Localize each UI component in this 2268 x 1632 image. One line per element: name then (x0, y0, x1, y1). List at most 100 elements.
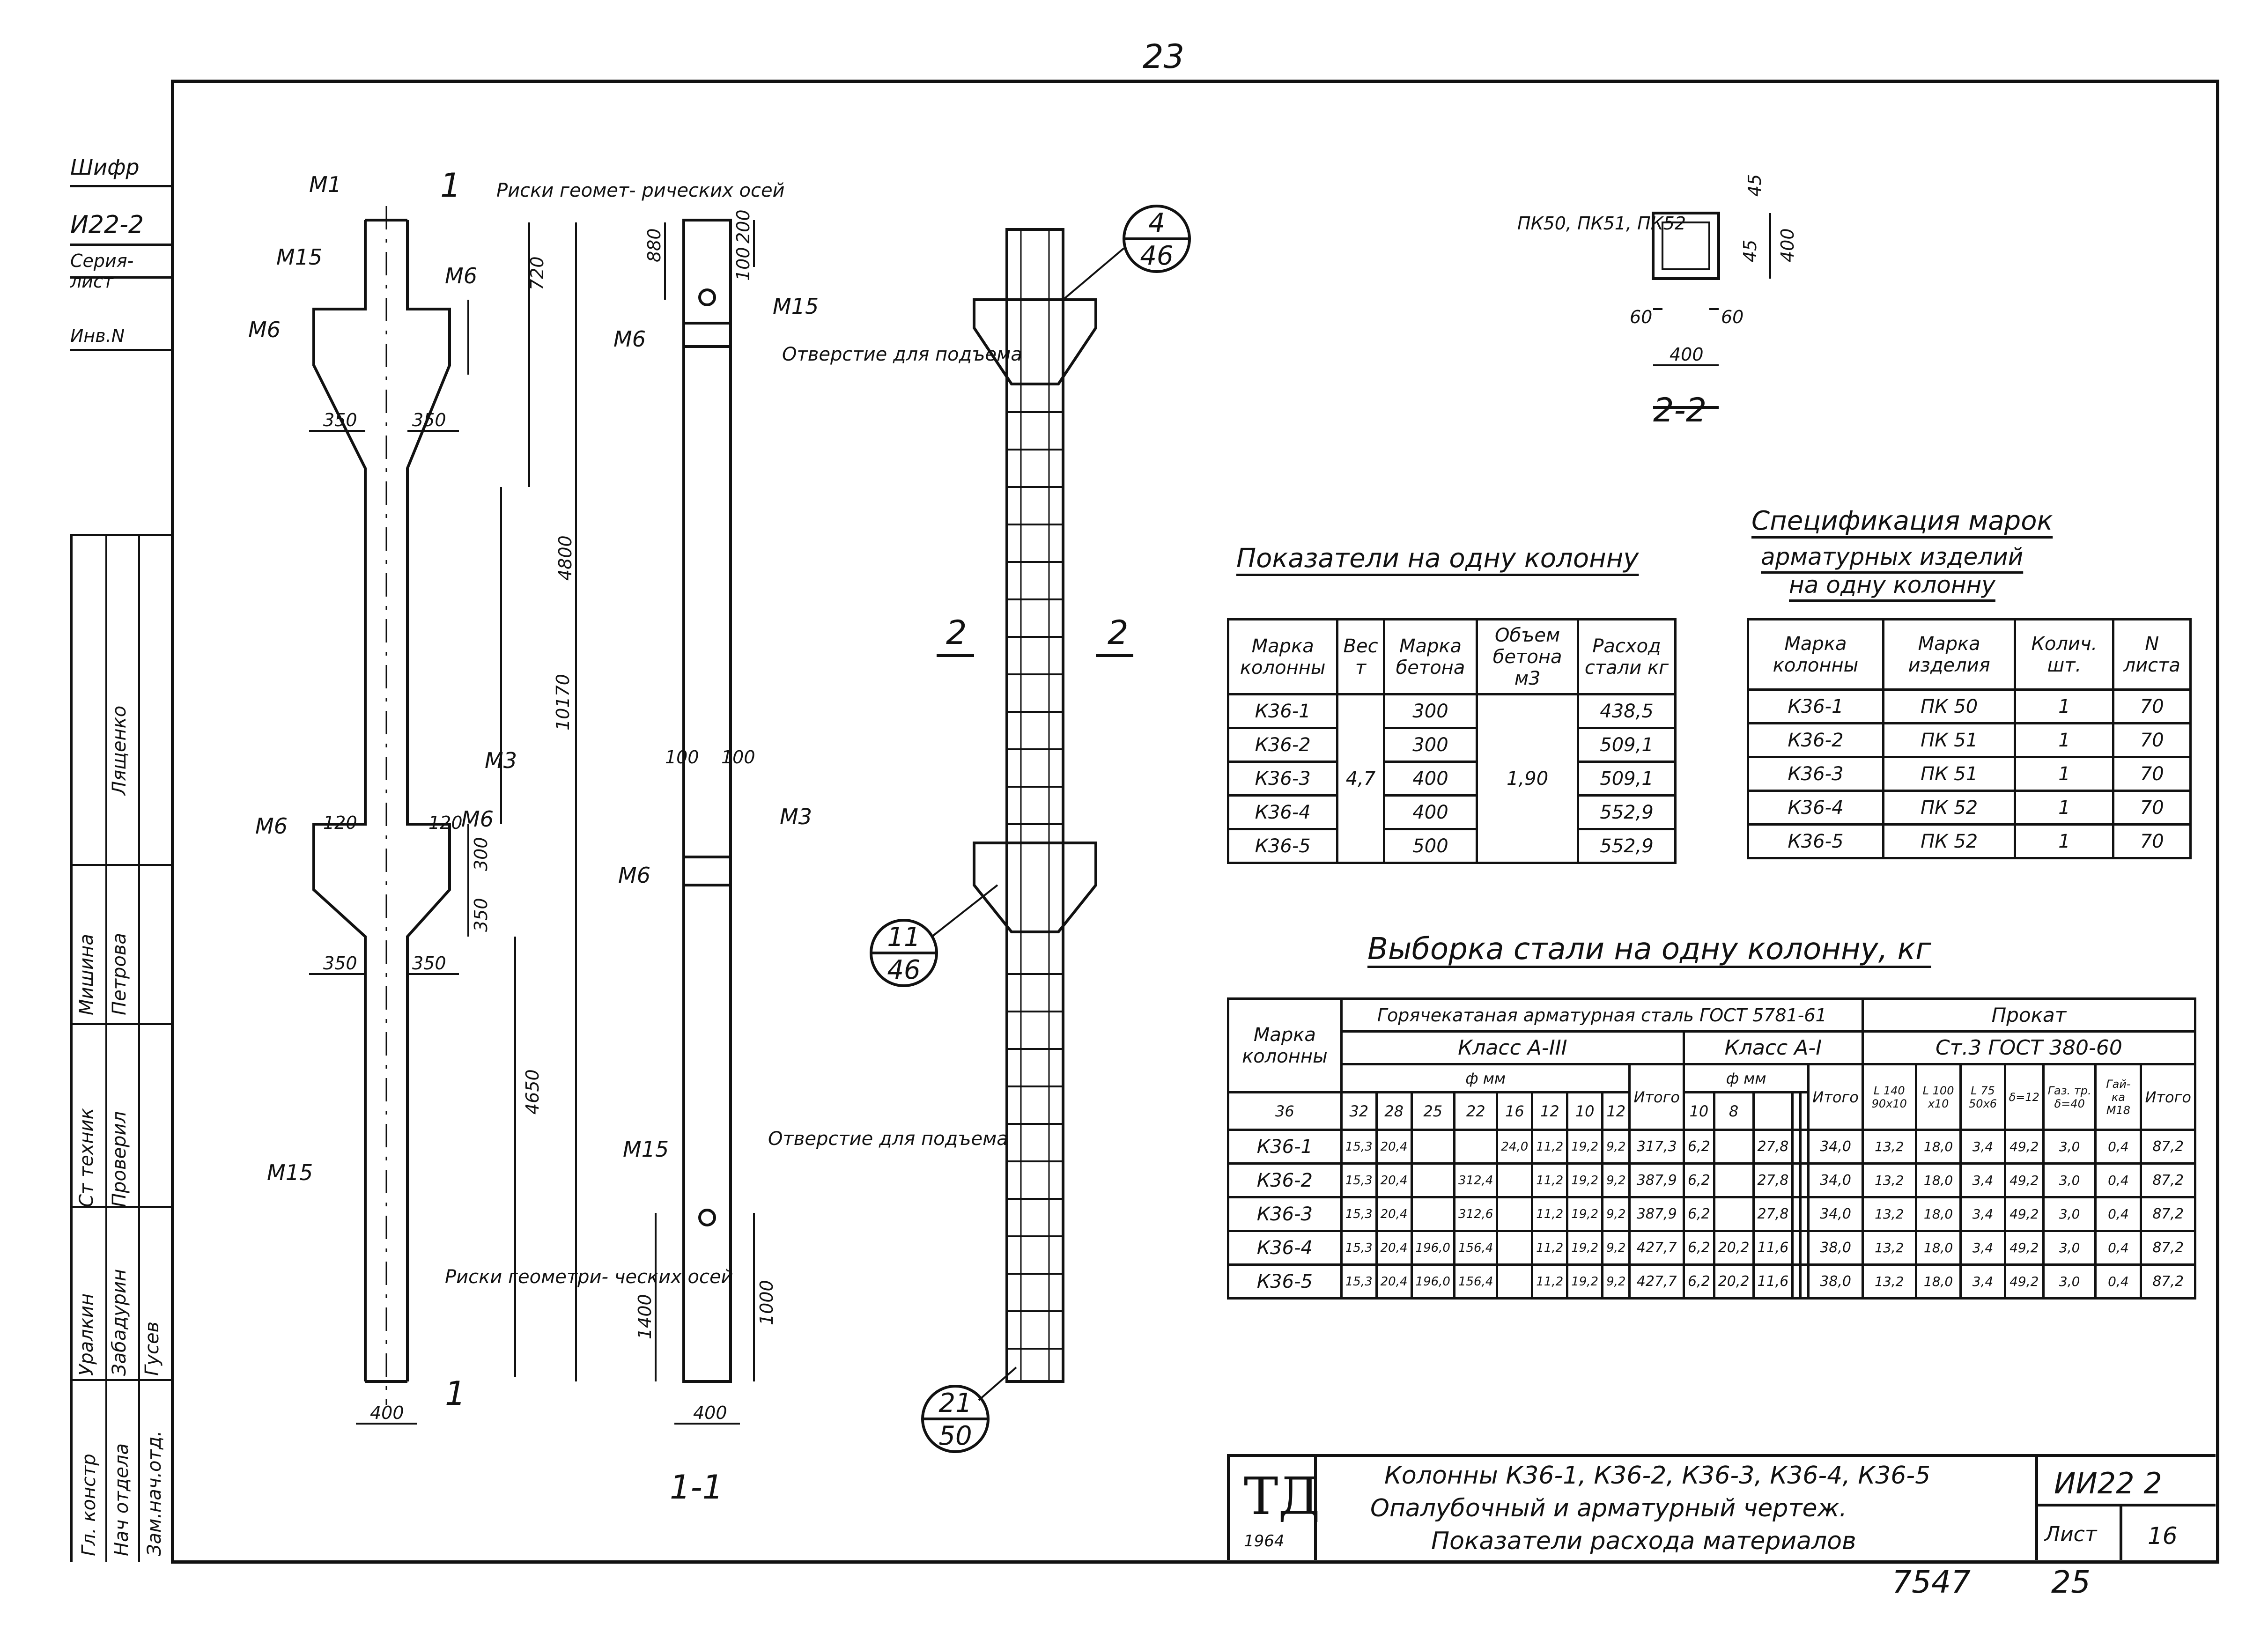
steel-cell-total1: 34,0 (1807, 1162, 1864, 1198)
steel-cell-total1: 34,0 (1807, 1129, 1864, 1165)
spec-cell: К36-5 (1747, 823, 1884, 859)
steel-cell-a3: 20,4 (1375, 1129, 1413, 1165)
spec-cell: 1 (2014, 790, 2115, 826)
spec-h-mark: Марка колонны (1747, 618, 1884, 691)
indicators-title: Показатели на одну колонну (1236, 543, 1639, 574)
tb-divider (1314, 1457, 1317, 1560)
steel-row-mark: К36-5 (1227, 1263, 1343, 1300)
steel-h-std: Ст.3 ГОСТ 380-60 (1861, 1030, 2197, 1065)
ind-h-volume: Объем бетона м3 (1476, 618, 1580, 695)
steel-cell-a3: 15,3 (1340, 1129, 1378, 1165)
section-title-2-2: 2-2 (1653, 391, 1707, 429)
spec-cell: ПК 51 (1882, 722, 2017, 758)
dim-60-a: 60 (1630, 307, 1652, 327)
stamp-inv: Инв.N (70, 325, 125, 346)
steel-cell-prokat: 3,4 (1959, 1162, 2006, 1198)
spec-cell: 1 (2014, 722, 2115, 758)
steel-cell-a1: 27,8 (1752, 1196, 1794, 1232)
steel-row-mark: К36-4 (1227, 1230, 1343, 1266)
label-m6-c: М6 (613, 326, 646, 352)
label-m15-hole: М15 (773, 294, 819, 319)
steel-cell-prokat: 0,4 (2094, 1129, 2142, 1165)
stamp-line (70, 185, 171, 187)
steel-h-total1: Итого (1807, 1063, 1864, 1131)
dim-120-b: 120 (428, 812, 463, 833)
steel-cell-total1: 38,0 (1807, 1263, 1864, 1300)
section22-labels: ПК50, ПК51, ПК52 45 45 400 60 60 400 (1517, 174, 1798, 365)
section22-mark-label: ПК50, ПК51, ПК52 (1517, 213, 1686, 234)
dim-400-v: 400 (1777, 228, 1798, 262)
steel-cell-prokat: 3,4 (1959, 1263, 2006, 1300)
spec-title-2: арматурных изделий (1761, 543, 2024, 570)
steel-cell-a3: 9,2 (1601, 1230, 1631, 1266)
steel-cell-a1 (1791, 1196, 1802, 1232)
tb-year: 1964 (1244, 1532, 1285, 1551)
steel-row-mark: К36-2 (1227, 1162, 1343, 1198)
steel-diam-a1 (1752, 1091, 1794, 1131)
steel-cell-a1: 20,2 (1713, 1230, 1755, 1266)
dim-350-d: 350 (412, 953, 446, 974)
steel-cell-a3 (1496, 1196, 1534, 1232)
dim-400-a: 400 (370, 1403, 404, 1423)
stamp-line (70, 244, 171, 246)
steel-cell-a3: 19,2 (1566, 1129, 1604, 1165)
dim-880: 880 (644, 228, 665, 262)
dim-400-b: 400 (693, 1403, 727, 1423)
steel-cell-a1: 11,6 (1752, 1263, 1794, 1300)
tb-divider (2120, 1504, 2122, 1560)
ind-concrete: 300 (1382, 693, 1478, 729)
steel-cell-a1: 6,2 (1682, 1230, 1715, 1266)
label-m6-b: М6 (445, 263, 477, 288)
steel-cell-a3: 156,4 (1453, 1263, 1499, 1300)
steel-cell-a1: 20,2 (1713, 1263, 1755, 1300)
dim-720: 720 (527, 256, 547, 290)
steel-cell-a3: 9,2 (1601, 1196, 1631, 1232)
spec-cell: К36-4 (1747, 790, 1884, 826)
steel-cell-a3: 19,2 (1566, 1263, 1604, 1300)
spec-cell: 1 (2014, 823, 2115, 859)
steel-cell-prokat: 49,2 (2003, 1162, 2045, 1198)
steel-h-mark: Марка колонны (1227, 997, 1343, 1093)
steel-cell-a3 (1496, 1230, 1534, 1266)
steel-cell-a3: 9,2 (1601, 1263, 1631, 1300)
steel-diam-a3: 36 (1227, 1091, 1343, 1131)
ind-h-mark: Марка колонны (1226, 618, 1339, 695)
ind-mark: К36-3 (1226, 761, 1339, 797)
steel-h-hot: Горячекатаная арматурная сталь ГОСТ 5781… (1340, 997, 1864, 1033)
steel-h-p3: L 75 50x6 (1959, 1063, 2006, 1131)
tb-divider (2035, 1504, 2216, 1506)
stamp-series-sheet: Серия-лист (70, 251, 134, 292)
steel-cell-prokat: 3,0 (2042, 1162, 2097, 1198)
steel-cell-prokat: 0,4 (2094, 1196, 2142, 1232)
steel-cell-prokat: 3,0 (2042, 1129, 2097, 1165)
steel-table: Марка колонны Горячекатаная арматурная с… (1227, 997, 2197, 1300)
steel-h-total3: Итого (1628, 1063, 1685, 1131)
callout-11-num: 11 (887, 922, 920, 953)
steel-cell-a1: 27,8 (1752, 1162, 1794, 1198)
steel-cell-a3 (1410, 1129, 1455, 1165)
steel-cell-total1: 34,0 (1807, 1196, 1864, 1232)
elevation-notes: Риски геомет- рических осей Отверстие дл… (445, 180, 1022, 1288)
label-m6-f: М6 (618, 863, 650, 888)
steel-cell-prokat: 13,2 (1861, 1263, 1917, 1300)
steel-cell-a3: 19,2 (1566, 1196, 1604, 1232)
steel-diam-a1: 8 (1713, 1091, 1755, 1131)
steel-cell-a1 (1799, 1263, 1810, 1300)
label-m6-d: М6 (255, 813, 288, 839)
steel-cell-total-p: 87,2 (2140, 1196, 2196, 1232)
spec-cell: 1 (2014, 756, 2115, 792)
bottom-number-right: 25 (2051, 1564, 2091, 1600)
reinforcement-cage (973, 228, 1097, 1383)
steel-cell-total3: 387,9 (1628, 1196, 1685, 1232)
ind-mark: К36-2 (1226, 727, 1339, 763)
ind-concrete: 300 (1382, 727, 1478, 763)
dim-4650: 4650 (522, 1069, 543, 1115)
steel-cell-prokat: 0,4 (2094, 1230, 2142, 1266)
steel-h-p6: Гай- ка М18 (2094, 1063, 2142, 1131)
steel-cell-total3: 427,7 (1628, 1263, 1685, 1300)
elevation-dims: 350 350 350 350 4800 10170 4650 400 400 … (323, 209, 777, 1423)
staff-row-divider (73, 1023, 171, 1025)
steel-cell-prokat: 0,4 (2094, 1263, 2142, 1300)
steel-cell-a3 (1453, 1129, 1499, 1165)
